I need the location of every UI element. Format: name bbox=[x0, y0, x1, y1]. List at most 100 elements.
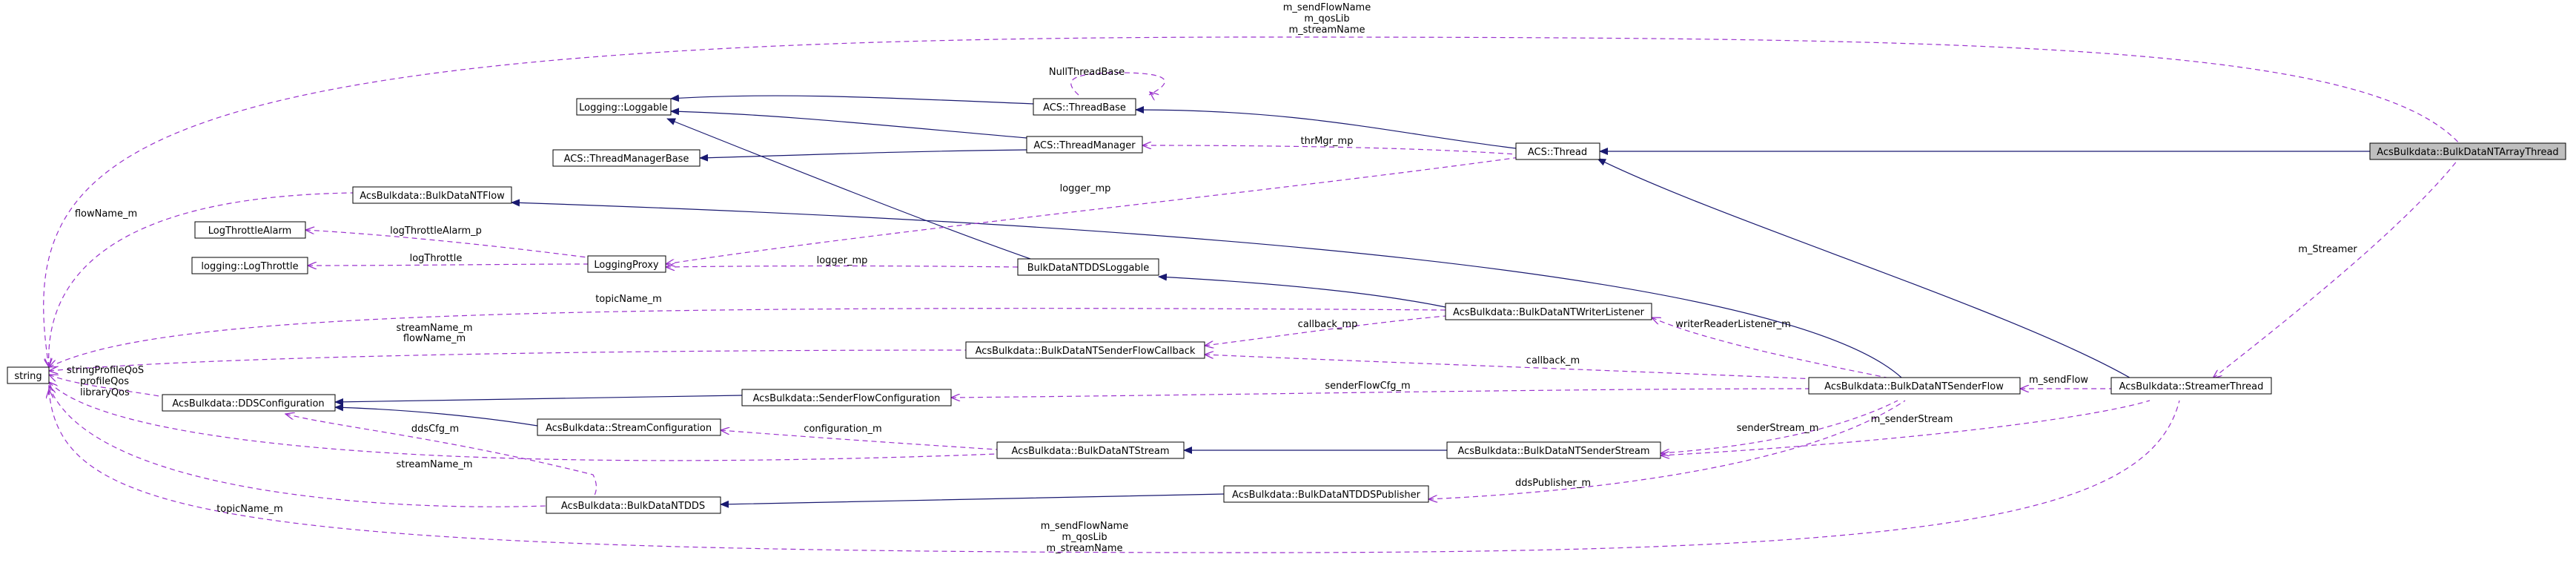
edge-streamconfig-ddsconfig bbox=[334, 404, 538, 427]
edge-senderstream-streamerthread bbox=[1661, 400, 2150, 455]
node-label: LoggingProxy bbox=[594, 260, 658, 271]
label-ddscfg: ddsCfg_m bbox=[411, 424, 459, 435]
node-streamerthread[interactable]: AcsBulkdata::StreamerThread bbox=[2110, 377, 2272, 395]
edge-thread-threadmgr bbox=[1142, 145, 1517, 155]
label-streamer: m_Streamer bbox=[2298, 244, 2357, 255]
edge-writerlistener-ddsloggable bbox=[1158, 273, 1446, 308]
usage-edges bbox=[43, 36, 2462, 553]
edge-nullthreadbase-loop bbox=[1070, 72, 1165, 96]
edge-senderflow-ntflow bbox=[511, 199, 1902, 378]
node-label: AcsBulkdata::BulkDataNTWriterListener bbox=[1453, 307, 1645, 318]
node-label: AcsBulkdata::BulkDataNTDDS bbox=[561, 501, 705, 512]
edge-string-writerlistener bbox=[49, 308, 1446, 367]
label-bottom-1: m_sendFlowName bbox=[1041, 521, 1128, 532]
label-profileqos: profileQos bbox=[80, 376, 129, 387]
node-acs-thread[interactable]: ACS::Thread bbox=[1515, 142, 1600, 160]
node-acs-threadmanager[interactable]: ACS::ThreadManager bbox=[1026, 136, 1143, 154]
edge-string-sfcallback bbox=[49, 349, 967, 371]
edge-sfcallback-senderflow bbox=[1205, 355, 1869, 382]
edge-writerlistener-senderflow bbox=[1652, 317, 1891, 379]
node-logthrottlealarm[interactable]: LogThrottleAlarm bbox=[194, 221, 306, 239]
label-topicname-1: topicName_m bbox=[595, 294, 662, 305]
label-writerlistener: writerReaderListener_m bbox=[1675, 319, 1791, 330]
edge-senderstream-senderflow bbox=[1661, 400, 1898, 453]
label-configuration: configuration_m bbox=[804, 424, 881, 435]
node-bulkdatantsenderstream[interactable]: AcsBulkdata::BulkDataNTSenderStream bbox=[1446, 441, 1661, 459]
edge-string-ntflow bbox=[49, 192, 354, 367]
node-label: AcsBulkdata::BulkDataNTFlow bbox=[360, 191, 505, 202]
node-label: AcsBulkdata::BulkDataNTArrayThread bbox=[2377, 147, 2558, 158]
edge-ddsloggable-loggable bbox=[666, 118, 1031, 260]
label-msenderstream: m_senderStream bbox=[1871, 414, 1953, 425]
node-label: ACS::ThreadBase bbox=[1043, 102, 1126, 113]
label-sendflow: m_sendFlow bbox=[2029, 375, 2088, 386]
node-label: ACS::ThreadManager bbox=[1033, 140, 1136, 151]
label-logthrottle: logThrottle bbox=[410, 253, 463, 264]
node-bulkdatantsenderflow[interactable]: AcsBulkdata::BulkDataNTSenderFlow bbox=[1808, 377, 2021, 395]
node-bulkdatantddsloggable[interactable]: BulkDataNTDDSLoggable bbox=[1017, 258, 1159, 276]
node-label: AcsBulkdata::BulkDataNTSenderFlowCallbac… bbox=[976, 346, 1196, 357]
edge-threadbase-loggable bbox=[670, 94, 1034, 105]
node-bulkdatantarraythread[interactable]: AcsBulkdata::BulkDataNTArrayThread bbox=[2369, 142, 2566, 160]
node-bulkdatantflow[interactable]: AcsBulkdata::BulkDataNTFlow bbox=[352, 186, 512, 204]
node-label: BulkDataNTDDSLoggable bbox=[1027, 263, 1150, 274]
node-label: ACS::Thread bbox=[1528, 147, 1587, 158]
label-senderstream-m: senderStream_m bbox=[1737, 423, 1819, 434]
label-senderflowcfg: senderFlowCfg_m bbox=[1325, 381, 1410, 392]
node-bulkdatantstream[interactable]: AcsBulkdata::BulkDataNTStream bbox=[996, 441, 1185, 459]
edge-nullthreadbase-head bbox=[1150, 92, 1153, 95]
node-streamconfiguration[interactable]: AcsBulkdata::StreamConfiguration bbox=[537, 418, 721, 436]
node-loggingproxy[interactable]: LoggingProxy bbox=[587, 255, 666, 273]
node-label: AcsBulkdata::SenderFlowConfiguration bbox=[753, 393, 941, 404]
node-label: AcsBulkdata::BulkDataNTStream bbox=[1012, 446, 1170, 457]
inheritance-edges bbox=[334, 94, 2370, 508]
node-logging-loggable[interactable]: Logging::Loggable bbox=[576, 98, 672, 116]
label-flowname-1: flowName_m bbox=[75, 208, 137, 220]
label-callback-mp: callback_mp bbox=[1298, 319, 1358, 330]
edge-loggingproxy-ddsloggable bbox=[666, 266, 1019, 268]
node-label: AcsBulkdata::StreamConfiguration bbox=[546, 423, 712, 434]
label-nullthreadbase: NullThreadBase bbox=[1049, 67, 1125, 78]
label-top-3: m_streamName bbox=[1288, 24, 1365, 36]
edge-string-arraythread-top bbox=[43, 36, 2462, 367]
node-acs-threadmanagerbase[interactable]: ACS::ThreadManagerBase bbox=[552, 149, 701, 167]
label-bottom-2: m_qosLib bbox=[1062, 532, 1107, 543]
node-senderflowconfiguration[interactable]: AcsBulkdata::SenderFlowConfiguration bbox=[741, 389, 952, 406]
label-streamname-1: streamName_m bbox=[396, 323, 472, 334]
edge-thread-threadbase bbox=[1135, 106, 1517, 149]
label-top-1: m_sendFlowName bbox=[1283, 2, 1371, 13]
label-callback-m: callback_m bbox=[1526, 355, 1580, 366]
edge-streamerthread-thread bbox=[1597, 158, 2134, 381]
node-label: AcsBulkdata::BulkDataNTDDSPublisher bbox=[1232, 490, 1421, 501]
node-bulkdatantsenderflowcallback[interactable]: AcsBulkdata::BulkDataNTSenderFlowCallbac… bbox=[965, 341, 1205, 359]
edge-threadmgr-threadmgrbase bbox=[699, 149, 1027, 162]
node-bulkdatantddspublisher[interactable]: AcsBulkdata::BulkDataNTDDSPublisher bbox=[1223, 485, 1429, 503]
node-label: AcsBulkdata::BulkDataNTSenderFlow bbox=[1824, 381, 2004, 392]
label-ltalarm: logThrottleAlarm_p bbox=[390, 225, 482, 237]
edge-ddsconfig-ntdds bbox=[285, 414, 597, 499]
nodes: AcsBulkdata::BulkDataNTArrayThread strin… bbox=[7, 98, 2566, 514]
node-label: Logging::Loggable bbox=[579, 102, 668, 113]
label-bottom-3: m_streamName bbox=[1046, 543, 1122, 554]
node-bulkdatantdds[interactable]: AcsBulkdata::BulkDataNTDDS bbox=[546, 496, 721, 514]
edge-ddspublisher-senderflow bbox=[1428, 400, 1906, 499]
edge-streamerthread-arraythread bbox=[2213, 155, 2462, 378]
node-ddsconfiguration[interactable]: AcsBulkdata::DDSConfiguration bbox=[162, 394, 336, 412]
node-label: AcsBulkdata::BulkDataNTSenderStream bbox=[1457, 446, 1649, 457]
node-label: LogThrottleAlarm bbox=[208, 225, 291, 237]
label-top-2: m_qosLib bbox=[1304, 13, 1349, 24]
edge-string-ddsconfig bbox=[49, 375, 163, 398]
node-logging-logthrottle[interactable]: logging::LogThrottle bbox=[191, 257, 308, 274]
label-streamname-2: streamName_m bbox=[396, 459, 472, 470]
label-stringprofileqos: stringProfileQoS bbox=[67, 365, 144, 376]
node-acs-threadbase[interactable]: ACS::ThreadBase bbox=[1033, 98, 1136, 116]
label-libraryqos: libraryQos bbox=[80, 387, 130, 398]
node-bulkdatantwriterlistener[interactable]: AcsBulkdata::BulkDataNTWriterListener bbox=[1445, 303, 1652, 320]
node-label: AcsBulkdata::StreamerThread bbox=[2119, 381, 2264, 392]
edge-sfconfig-ddsconfig bbox=[334, 395, 743, 406]
node-string[interactable]: string bbox=[7, 366, 50, 384]
edge-labels: m_sendFlowName m_qosLib m_streamName Nul… bbox=[67, 2, 2357, 554]
label-flowname-2: flowName_m bbox=[403, 333, 466, 344]
edge-lta-loggingproxy bbox=[305, 230, 594, 259]
